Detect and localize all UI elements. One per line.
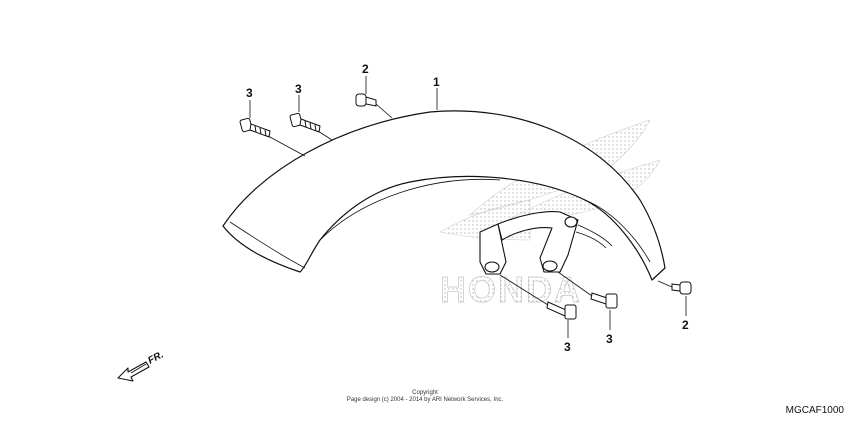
callout-3-bottom: 3 [564,340,571,354]
leader-lines [249,76,687,338]
screw-2-right [671,281,692,295]
callout-2-right: 2 [682,318,689,332]
bolt-3-top-mid [289,112,321,133]
copyright-line-2: Page design (c) 2004 - 2014 by ARI Netwo… [346,397,504,403]
callout-3-left: 3 [246,86,253,100]
honda-watermark-text: HONDA [440,269,582,310]
callout-3-bottom-right: 3 [606,332,613,346]
bolt-3-top-left [239,117,271,138]
bolt-3-lower-left [546,301,577,320]
diagram-code: MGCAF1000 [785,405,844,416]
screw-2-top [355,93,377,107]
front-direction-arrow-icon [117,361,150,382]
front-direction-label: FR. [146,349,165,366]
copyright-notice: Copyright Page design (c) 2004 - 2014 by… [0,390,850,404]
callout-3-mid: 3 [295,82,302,96]
copyright-line-1: Copyright [412,390,438,396]
bolt-3-lower-right [590,292,618,309]
fender-bracket [479,211,613,275]
callout-2-top: 2 [362,62,369,76]
front-fender [222,110,666,281]
callout-1: 1 [433,75,440,89]
